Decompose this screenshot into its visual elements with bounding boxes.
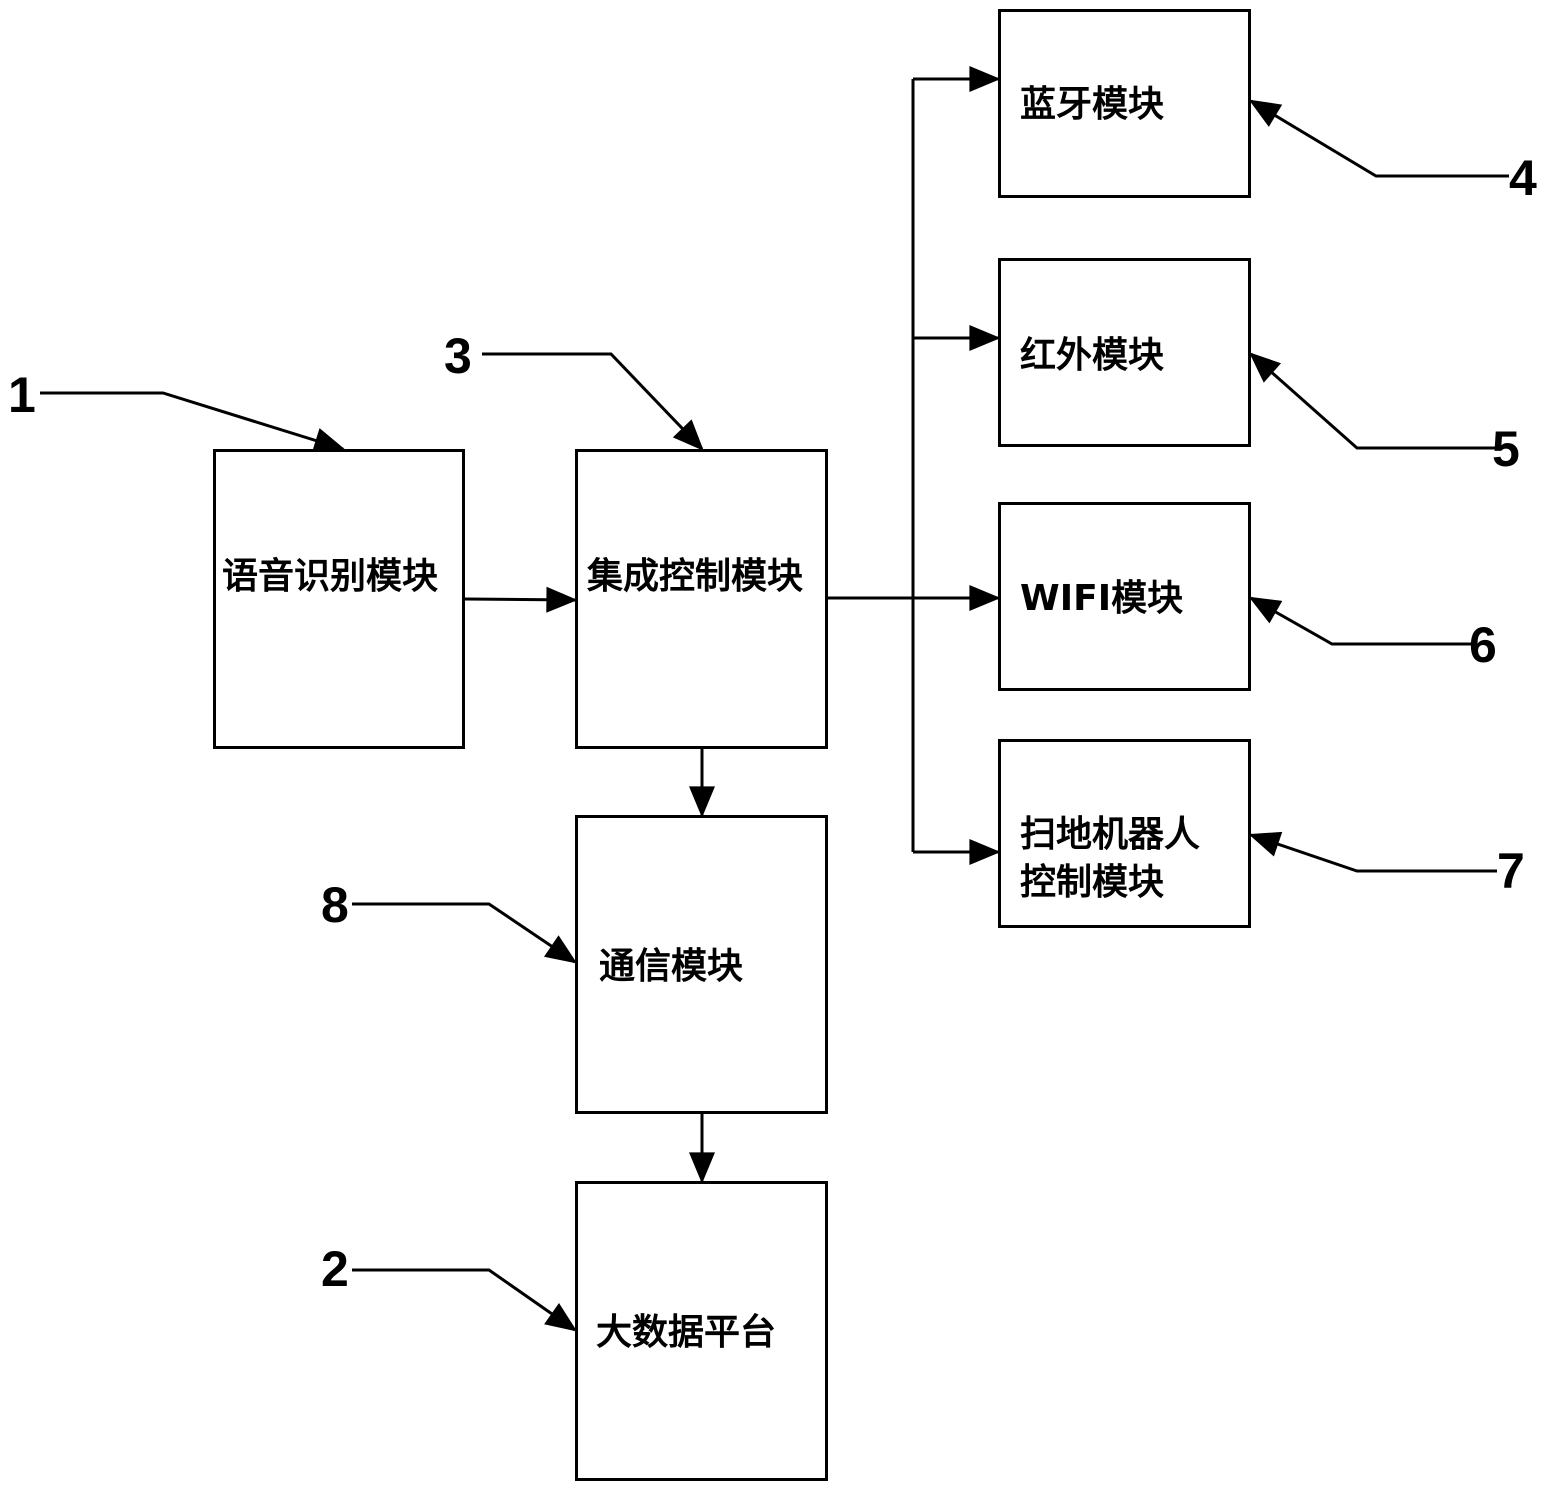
- leader-6: [1248, 596, 1473, 646]
- bluetooth-module-box: 蓝牙模块: [998, 9, 1251, 198]
- voice-recognition-module-label: 语音识别模块: [222, 556, 439, 597]
- label-3: 3: [444, 328, 472, 384]
- label-5: 5: [1492, 421, 1520, 477]
- robot-control-module-box: 扫地机器人 控制模块: [998, 739, 1251, 928]
- wifi-module-box: WIFI模块: [998, 502, 1251, 691]
- integrated-control-module-label: 集成控制模块: [587, 556, 804, 597]
- arrow-voice-to-integrated: [464, 586, 578, 613]
- label-6: 6: [1469, 617, 1497, 673]
- communication-module-label: 通信模块: [599, 946, 744, 987]
- wifi-module-label: WIFI模块: [1020, 578, 1184, 619]
- robot-control-module-label-line2: 控制模块: [1020, 862, 1165, 903]
- infrared-module-box: 红外模块: [998, 258, 1251, 447]
- leader-3: [482, 352, 704, 451]
- communication-module-box: 通信模块: [575, 815, 828, 1114]
- robot-control-module-label-line1: 扫地机器人: [1020, 814, 1201, 855]
- label-1: 1: [8, 367, 36, 423]
- bluetooth-module-label: 蓝牙模块: [1020, 84, 1165, 125]
- label-7: 7: [1497, 843, 1525, 899]
- label-8: 8: [321, 877, 349, 933]
- voice-recognition-module-box: 语音识别模块: [213, 449, 465, 749]
- infrared-module-label: 红外模块: [1020, 335, 1165, 376]
- leader-8: [352, 902, 578, 964]
- big-data-platform-label: 大数据平台: [596, 1312, 777, 1353]
- leader-1: [40, 391, 346, 453]
- integrated-control-module-box: 集成控制模块: [575, 449, 828, 749]
- leader-2: [352, 1268, 578, 1332]
- big-data-platform-box: 大数据平台: [575, 1181, 828, 1481]
- label-2: 2: [321, 1241, 349, 1297]
- leader-7: [1248, 831, 1497, 873]
- leader-4: [1248, 99, 1509, 178]
- leader-5: [1249, 352, 1495, 450]
- label-4: 4: [1509, 150, 1537, 206]
